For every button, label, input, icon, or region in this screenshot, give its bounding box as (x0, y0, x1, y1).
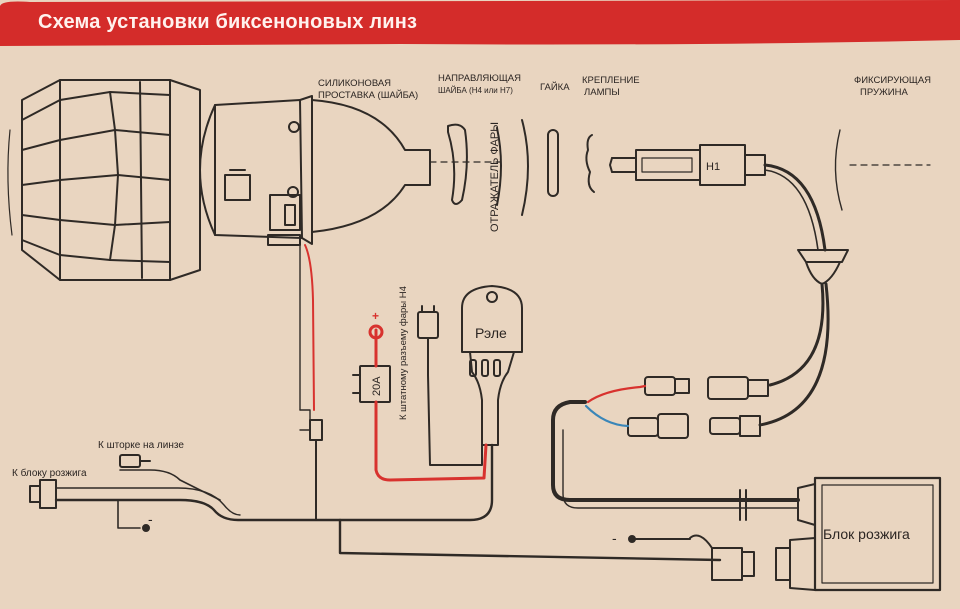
label-fixing-spring-1: ФИКСИРУЮЩАЯ (854, 75, 931, 86)
label-lamp-type: H1 (706, 161, 720, 173)
red-wire-ignition (586, 384, 647, 404)
label-nut: ГАЙКА (540, 81, 570, 93)
lamp-connector-top (707, 376, 769, 400)
label-silicone-spacer-2: ПРОСТАВКА (ШАЙБА) (318, 89, 418, 101)
rubber-grommet (797, 249, 849, 285)
label-plus: + (372, 309, 379, 323)
label-minus-right: - (612, 530, 617, 546)
plus-terminal (368, 324, 384, 340)
ground-terminal-left (142, 524, 150, 532)
bixenon-lens (199, 95, 501, 246)
label-relay: Рэле (475, 325, 507, 341)
ignition-connector-left (29, 479, 57, 509)
label-h4-socket: К штатному разъему фары H4 (398, 286, 409, 420)
label-silicone-spacer-1: СИЛИКОНОВАЯ (318, 78, 391, 89)
label-ignition-unit: Блок розжига (823, 526, 910, 542)
red-wire-lens (304, 244, 315, 411)
blue-wire-ignition (584, 404, 630, 428)
label-lamp-mount-1: КРЕПЛЕНИЕ (582, 75, 640, 86)
ground-terminal-right (628, 535, 636, 543)
label-fuse: 20A (371, 376, 383, 396)
label-minus-left: - (148, 511, 153, 527)
h4-connector (417, 305, 483, 466)
ignition-connector-right (629, 534, 755, 581)
label-reflector: ОТРАЖАТЕЛЬ ФАРЫ (489, 122, 501, 232)
ignition-connector-top (644, 376, 690, 396)
nut (547, 129, 559, 197)
diagram-title: Схема установки биксеноновых линз (38, 11, 418, 33)
title-banner (0, 0, 960, 46)
label-fixing-spring-2: ПРУЖИНА (860, 87, 908, 98)
silicone-spacer (447, 123, 468, 205)
guide-washer (496, 127, 502, 206)
lamp-connector-bottom (709, 415, 761, 437)
label-guide-washer-1: НАПРАВЛЯЮЩАЯ (438, 73, 521, 84)
ignition-connector-bottom (627, 413, 689, 439)
label-lamp-mount-2: ЛАМПЫ (584, 87, 620, 98)
label-guide-washer-2: ШАЙБА (H4 или H7) (438, 86, 513, 95)
label-shutter: К шторке на линзе (98, 440, 184, 451)
fixing-spring (834, 129, 843, 211)
headlight-housing (7, 79, 201, 281)
h1-lamp (609, 144, 766, 186)
lamp-mount (585, 134, 595, 193)
ignition-unit (739, 476, 942, 592)
relay (461, 285, 523, 446)
label-to-ignition: К блоку розжига (12, 467, 87, 479)
reflector (521, 119, 529, 216)
shutter-connector (119, 454, 151, 468)
red-wire-main (374, 328, 488, 482)
